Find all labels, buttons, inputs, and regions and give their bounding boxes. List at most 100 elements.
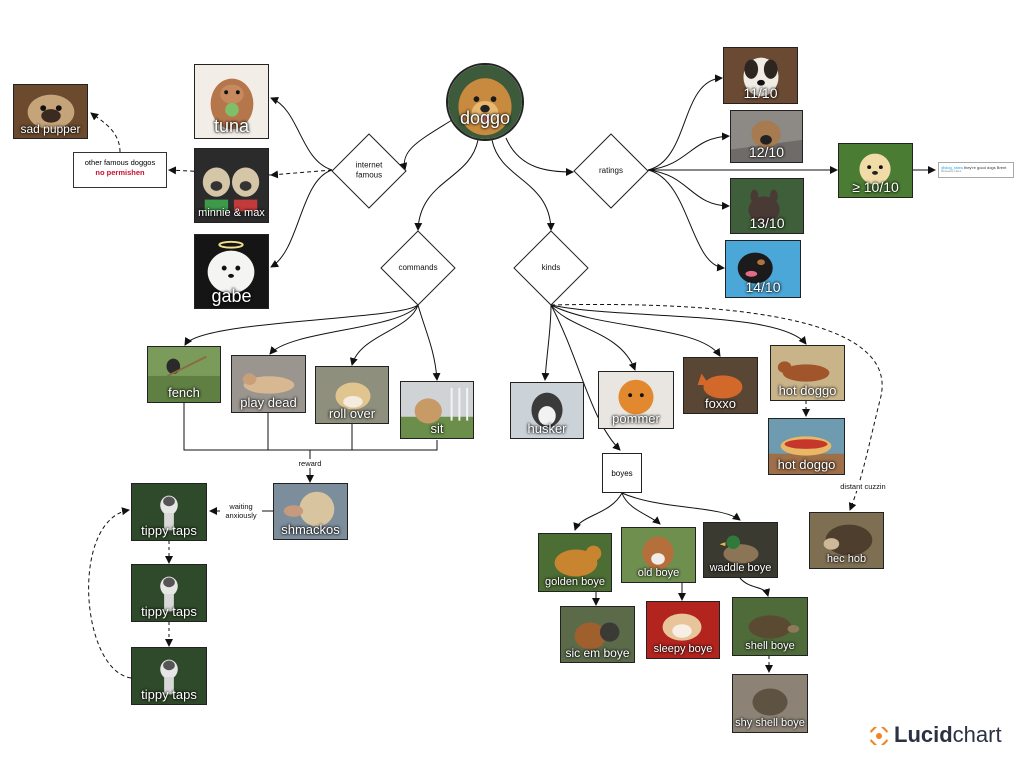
edge-husker <box>541 304 552 381</box>
gabe-photo <box>195 235 268 308</box>
old-boye-label: old boye <box>637 567 680 579</box>
hotdog-costume-photo <box>769 419 844 474</box>
distant-cuzzin-edge-label: distant cuzzin <box>835 482 891 492</box>
other-famous-note: other famous doggos no permishen <box>73 152 167 188</box>
bernese-photo <box>726 241 800 297</box>
foxxo-node: foxxo <box>683 357 758 414</box>
kinds-decision: kinds <box>513 230 589 306</box>
edge-hec-hob <box>550 304 883 511</box>
hec-hob-node: hec hob <box>809 512 884 569</box>
shmackos-photo <box>274 484 347 539</box>
fench-node: fench <box>147 346 221 403</box>
edge-doggo-commands <box>414 139 479 231</box>
roll-over-photo <box>316 367 388 423</box>
golden-puppy-photo <box>839 144 912 197</box>
sit-photo <box>401 382 473 438</box>
tweet-card: @dog_rates they're good dogs Brent Retwe… <box>938 162 1014 178</box>
doggo-label: doggo <box>459 108 511 128</box>
dachshund-photo <box>771 346 844 400</box>
duck-photo <box>704 523 777 577</box>
rating-14-label: 14/10 <box>745 279 781 295</box>
pommer-node: pommer <box>598 371 674 429</box>
fench-label: fench <box>168 385 200 400</box>
edge-waddle <box>621 492 741 521</box>
roll-over-label: roll over <box>328 406 376 421</box>
lucidchart-logo-icon <box>870 727 888 745</box>
sleepy-boye-node: sleepy boye <box>646 601 720 659</box>
ratings-label: ratings <box>598 165 623 175</box>
waddle-boye-label: waddle boye <box>709 562 772 574</box>
tweet-text: they're good dogs Brent <box>963 165 1007 170</box>
internet-famous-label-2: famous <box>355 171 383 180</box>
sic-em-photo <box>561 607 634 662</box>
brand-light: chart <box>952 722 1002 747</box>
hot-doggo-label-2: hot doggo <box>777 457 836 472</box>
hot-doggo-node-2: hot doggo <box>768 418 845 475</box>
pug-photo <box>14 85 87 138</box>
pommer-photo <box>599 372 673 428</box>
commands-decision: commands <box>380 230 456 306</box>
golden-boye-photo <box>539 534 611 591</box>
hot-doggo-label-1: hot doggo <box>778 383 837 398</box>
minnie-max-photo <box>195 149 268 222</box>
edge-roll-over <box>349 304 419 366</box>
doggo-center-node: doggo <box>446 63 524 141</box>
play-dead-photo <box>232 356 305 412</box>
sic-em-boye-label: sic em boye <box>565 646 630 660</box>
boyes-node: boyes <box>602 453 642 493</box>
rating-13-node: 13/10 <box>730 178 804 234</box>
edge-r13 <box>647 169 730 210</box>
tippy-taps-node-1: tippy taps <box>131 483 207 541</box>
edge-doggo-kinds <box>491 139 555 231</box>
edge-minnie <box>270 169 333 179</box>
lucidchart-brand: Lucidchart <box>868 722 1018 748</box>
edge-boyes <box>550 304 621 451</box>
minnie-max-node: minnie & max <box>194 148 269 223</box>
hedgehog-photo <box>810 513 883 568</box>
shmackos-node: shmackos <box>273 483 348 540</box>
fench-photo <box>148 347 220 402</box>
tippy-taps-node-3: tippy taps <box>131 647 207 705</box>
sit-node: sit <box>400 381 474 439</box>
edge-foxxo <box>550 304 721 357</box>
tippy-taps-node-2: tippy taps <box>131 564 207 622</box>
brand-bold: Lucid <box>894 722 953 747</box>
edge-pommer <box>550 304 637 371</box>
play-dead-node: play dead <box>231 355 306 413</box>
kinds-label: kinds <box>541 262 561 272</box>
sleepy-boye-label: sleepy boye <box>653 643 713 655</box>
note-line-1: other famous doggos <box>84 158 156 167</box>
husker-label: husker <box>527 421 567 436</box>
hec-hob-label: hec hob <box>826 553 867 565</box>
shell-boye-label: shell boye <box>745 640 795 652</box>
shepherd-photo <box>731 111 802 162</box>
sad-pupper-node: sad pupper <box>13 84 88 139</box>
gabe-node: gabe <box>194 234 269 309</box>
tuna-node: tuna <box>194 64 269 139</box>
commands-label: commands <box>398 262 438 272</box>
husky-photo-3 <box>132 648 206 704</box>
tippy-taps-label-1: tippy taps <box>141 523 197 538</box>
golden-boye-label: golden boye <box>545 576 605 588</box>
boxer-photo <box>622 528 695 582</box>
husky-photo-2 <box>132 565 206 621</box>
tortoise-photo <box>733 598 807 655</box>
edge-r12 <box>647 132 730 171</box>
sic-em-boye-node: sic em boye <box>560 606 635 663</box>
shell-boye-node: shell boye <box>732 597 808 656</box>
reward-edge-label: reward <box>296 459 324 469</box>
edge-sit <box>417 304 441 381</box>
old-boye-node: old boye <box>621 527 696 583</box>
edge-play-dead <box>269 304 419 355</box>
aussie-photo <box>724 48 797 103</box>
edge-r14 <box>647 169 725 272</box>
shmackos-label: shmackos <box>281 522 340 537</box>
rating-14-node: 14/10 <box>725 240 801 298</box>
sleepy-corgi-photo <box>647 602 719 658</box>
tweet-meta: Retweets Likes <box>941 169 962 174</box>
edge-fench <box>184 304 419 346</box>
rating-12-label: 12/10 <box>748 144 785 160</box>
rating-11-node: 11/10 <box>723 47 798 104</box>
husker-photo <box>511 383 583 438</box>
